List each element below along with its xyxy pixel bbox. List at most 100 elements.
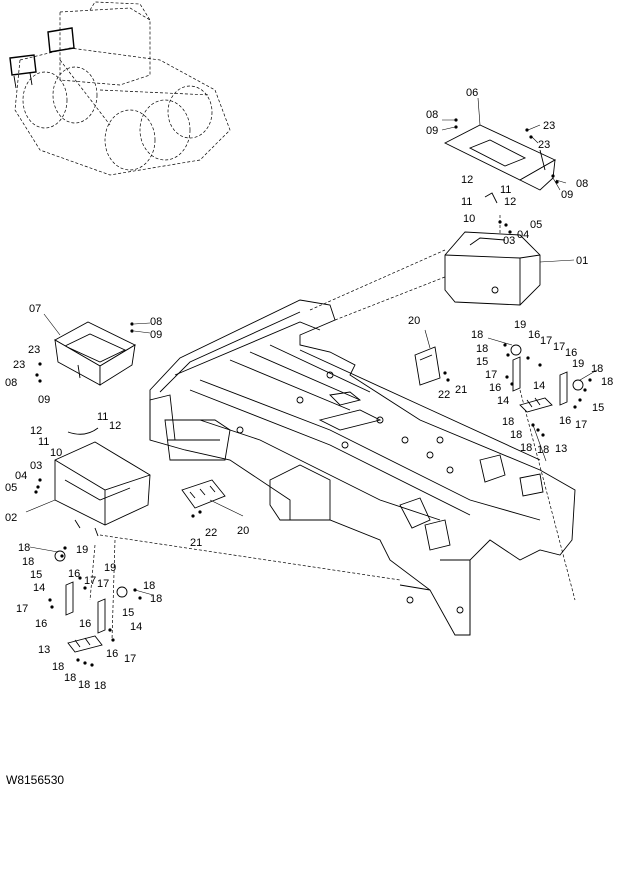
callout-18: 18	[18, 542, 30, 554]
part-06-cover	[443, 124, 556, 191]
callout-16: 16	[489, 382, 501, 394]
callout-04: 04	[517, 229, 529, 241]
callout-23: 23	[13, 359, 25, 371]
callout-18: 18	[537, 444, 549, 456]
part-02-box	[54, 441, 151, 537]
callout-18: 18	[476, 343, 488, 355]
callout-03: 03	[503, 235, 515, 247]
callout-21: 21	[455, 384, 467, 396]
callout-18: 18	[52, 661, 64, 673]
callout-14: 14	[33, 582, 45, 594]
callout-16: 16	[68, 568, 80, 580]
callout-14: 14	[497, 395, 509, 407]
callout-09: 09	[426, 125, 438, 137]
callout-17: 17	[553, 341, 565, 353]
callout-09: 09	[561, 189, 573, 201]
ladder-parts-right	[510, 344, 584, 413]
callout-18: 18	[591, 363, 603, 375]
callout-16: 16	[565, 347, 577, 359]
callout-19: 19	[104, 562, 116, 574]
callout-17: 17	[16, 603, 28, 615]
callout-17: 17	[575, 419, 587, 431]
callout-14: 14	[130, 621, 142, 633]
callout-11: 11	[500, 184, 511, 196]
callout-labels: 06 08 09 23 23 08 09 12 11 11 12 10 05 0…	[5, 87, 613, 692]
callout-15: 15	[122, 607, 134, 619]
part-20-step-plates	[181, 346, 441, 509]
callout-01: 01	[576, 255, 588, 267]
callout-18: 18	[502, 416, 514, 428]
callout-16: 16	[106, 648, 118, 660]
callout-18: 18	[143, 580, 155, 592]
callout-08: 08	[426, 109, 438, 121]
fasteners	[34, 118, 592, 667]
callout-05: 05	[530, 219, 542, 231]
callout-08: 08	[150, 316, 162, 328]
part-07-cover	[54, 321, 136, 386]
callout-18: 18	[22, 556, 34, 568]
callout-18: 18	[94, 680, 106, 692]
callout-20: 20	[237, 525, 249, 537]
callout-05: 05	[5, 482, 17, 494]
callout-12: 12	[30, 425, 42, 437]
callout-18: 18	[510, 429, 522, 441]
callout-17: 17	[84, 575, 96, 587]
callout-16: 16	[559, 415, 571, 427]
callout-18: 18	[520, 442, 532, 454]
ladder-parts-left	[54, 550, 128, 653]
callout-11: 11	[38, 436, 49, 448]
callout-23: 23	[538, 139, 550, 151]
callout-23: 23	[543, 120, 555, 132]
callout-07: 07	[29, 303, 41, 315]
callout-15: 15	[592, 402, 604, 414]
assembly-lines	[89, 215, 576, 641]
callout-22: 22	[438, 389, 450, 401]
callout-22: 22	[205, 527, 217, 539]
callout-03: 03	[30, 460, 42, 472]
callout-17: 17	[485, 369, 497, 381]
callout-16: 16	[79, 618, 91, 630]
callout-17: 17	[97, 578, 109, 590]
callout-23: 23	[28, 344, 40, 356]
callout-09: 09	[150, 329, 162, 341]
callout-17: 17	[540, 335, 552, 347]
callout-18: 18	[150, 593, 162, 605]
callout-15: 15	[476, 356, 488, 368]
callout-12: 12	[109, 420, 121, 432]
callout-18: 18	[78, 679, 90, 691]
main-frame	[149, 299, 576, 636]
callout-02: 02	[5, 512, 17, 524]
callout-08: 08	[5, 377, 17, 389]
callout-13: 13	[555, 443, 567, 455]
callout-12: 12	[461, 174, 473, 186]
leader-lines	[25, 97, 598, 596]
callout-21: 21	[190, 537, 202, 549]
callout-08: 08	[576, 178, 588, 190]
callout-19: 19	[572, 358, 584, 370]
callout-15: 15	[30, 569, 42, 581]
callout-18: 18	[471, 329, 483, 341]
callout-13: 13	[38, 644, 50, 656]
callout-04: 04	[15, 470, 27, 482]
drawing-code: W8156530	[6, 773, 65, 787]
callout-10: 10	[50, 447, 62, 459]
callout-10: 10	[463, 213, 475, 225]
callout-18: 18	[64, 672, 76, 684]
callout-20: 20	[408, 315, 420, 327]
callout-19: 19	[76, 544, 88, 556]
callout-11: 11	[461, 196, 472, 208]
callout-14: 14	[533, 380, 545, 392]
callout-11: 11	[97, 411, 108, 423]
callout-16: 16	[35, 618, 47, 630]
callout-12: 12	[504, 196, 516, 208]
callout-09: 09	[38, 394, 50, 406]
callout-06: 06	[466, 87, 478, 99]
callout-16: 16	[528, 329, 540, 341]
callout-17: 17	[124, 653, 136, 665]
part-01-box	[444, 231, 541, 306]
callout-18: 18	[601, 376, 613, 388]
machine-overview-inset	[9, 1, 231, 176]
callout-19: 19	[514, 319, 526, 331]
